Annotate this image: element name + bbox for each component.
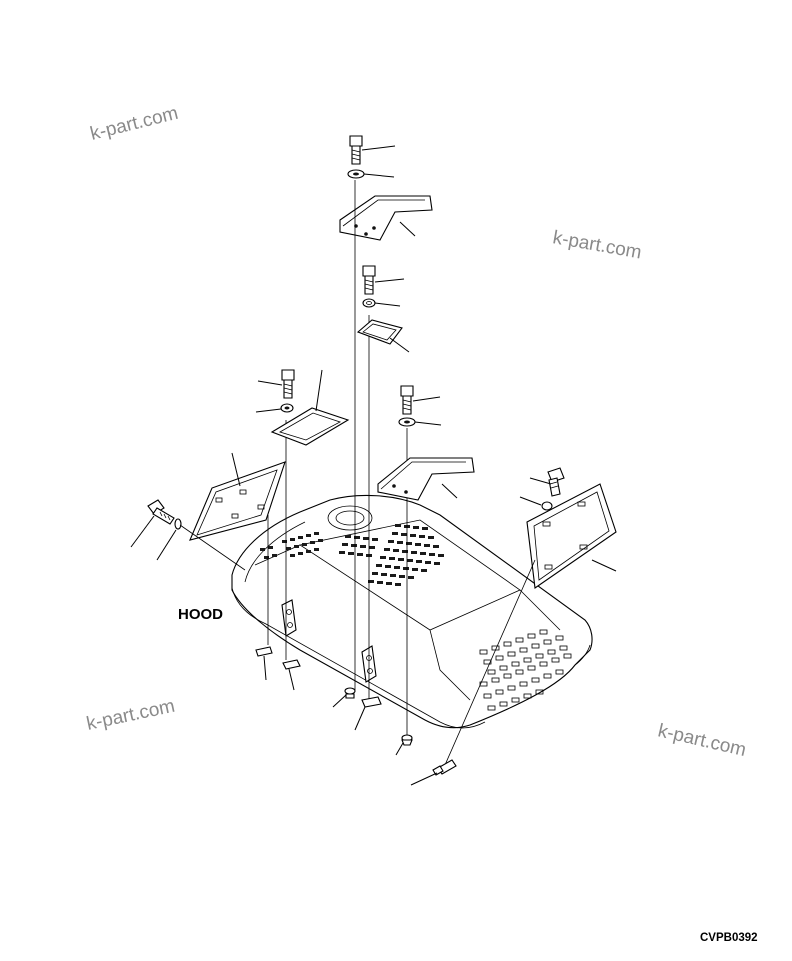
guide-line-side-left [179, 524, 246, 571]
leader-washer-top [363, 173, 395, 178]
leader-washer-second [374, 302, 401, 307]
leader-side-cover-right [591, 559, 617, 572]
leader-bolt-right [412, 396, 441, 402]
leader-washer-side-left [156, 529, 177, 561]
watermark-top-left: k-part.com [88, 103, 180, 145]
leader-cover-plate-right [441, 483, 458, 499]
bolt-left [281, 369, 295, 399]
leader-bolt-second [374, 278, 405, 283]
leader-latch-center [354, 706, 366, 731]
pin-center [344, 687, 356, 699]
leader-washer-left [255, 408, 282, 413]
latch-center [361, 696, 382, 708]
leader-bolt-side-left [130, 515, 155, 548]
pin-right [401, 734, 413, 746]
gasket-center [356, 319, 403, 345]
latch-left-a [255, 646, 273, 657]
leader-washer-right [414, 421, 442, 426]
watermark-bottom-right: k-part.com [656, 720, 748, 761]
latch-far-right [432, 759, 457, 776]
vent-grid-left [260, 532, 323, 559]
bolt-side-right [547, 467, 565, 497]
watermark-top-right: k-part.com [551, 227, 643, 263]
leader-gasket-left [315, 369, 323, 412]
drawing-code: CVPB0392 [700, 932, 758, 944]
side-cover-right [526, 483, 617, 589]
leader-bolt-left [257, 380, 283, 386]
vent-grid-top [368, 524, 444, 586]
leader-latch-far-right [410, 772, 438, 786]
hood-label: HOOD [178, 606, 223, 623]
leader-side-cover-left [231, 452, 241, 487]
leader-bolt-side-right [529, 477, 552, 485]
bolt-side-left [147, 499, 175, 525]
washer-second [362, 298, 376, 308]
washer-side-left [174, 518, 182, 530]
watermark-bottom-left: k-part.com [85, 696, 177, 735]
cover-plate-right [377, 457, 475, 501]
washer-side-right [541, 501, 553, 511]
bolt-right [400, 385, 414, 415]
leader-latch-left-a [263, 655, 267, 681]
side-cover-left [189, 461, 286, 541]
latch-left-b [282, 659, 301, 670]
cover-plate-top [339, 195, 433, 241]
hood-hinge-left [281, 599, 297, 637]
leader-bolt-top [361, 145, 396, 151]
guide-line-side-right [444, 559, 536, 766]
bolt-second [362, 265, 376, 295]
leader-washer-side-right [519, 496, 542, 506]
leader-pin-right [395, 742, 404, 756]
bolt-top [349, 135, 363, 165]
gasket-left [270, 407, 350, 446]
leader-pin-center [332, 694, 347, 708]
leader-cover-plate-top [399, 221, 416, 237]
leader-gasket-center [389, 337, 410, 353]
leader-latch-left-b [288, 668, 295, 691]
